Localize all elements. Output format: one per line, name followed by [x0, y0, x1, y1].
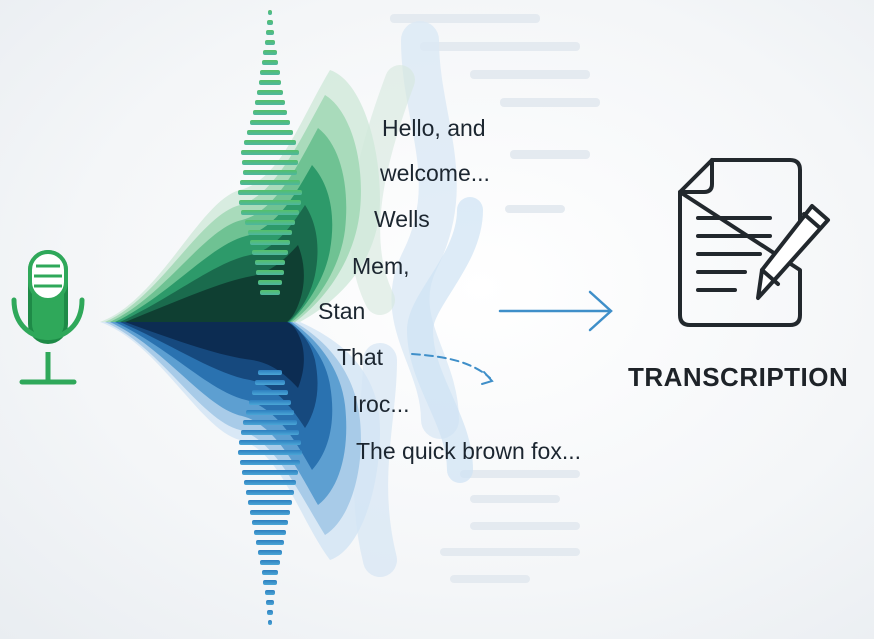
- equalizer-bar: [267, 610, 273, 615]
- equalizer-bars-bottom: [238, 370, 302, 625]
- transcript-line-2: welcome...: [380, 160, 490, 186]
- equalizer-bar: [267, 20, 273, 25]
- transcript-line-5: Stan: [318, 298, 366, 324]
- equalizer-bar: [241, 430, 299, 435]
- transcript-line-1: Hello, and: [382, 115, 486, 141]
- equalizer-bar: [255, 380, 285, 385]
- wave-top-layers: [100, 70, 380, 322]
- equalizer-bar: [252, 520, 288, 525]
- equalizer-bar: [250, 120, 290, 125]
- equalizer-bar: [268, 620, 272, 625]
- equalizer-bar: [255, 260, 285, 265]
- equalizer-bar: [246, 490, 294, 495]
- equalizer-bar: [263, 50, 277, 55]
- transcript-line-8: The quick brown fox...: [356, 438, 581, 464]
- transcript-line-3: Wells: [374, 206, 430, 232]
- equalizer-bar: [262, 60, 278, 65]
- equalizer-bar: [246, 410, 294, 415]
- equalizer-bar: [266, 30, 274, 35]
- microphone-icon: [11, 250, 85, 385]
- equalizer-bar: [256, 270, 284, 275]
- equalizer-bar: [268, 10, 272, 15]
- equalizer-bar: [255, 100, 285, 105]
- transcription-caption: TRANSCRIPTION: [628, 362, 849, 392]
- equalizer-bar: [248, 230, 292, 235]
- transcript-line-7: Iroc...: [352, 391, 410, 417]
- equalizer-bar: [242, 160, 298, 165]
- equalizer-bar: [238, 190, 302, 195]
- transcript-line-6: That: [337, 344, 384, 370]
- equalizer-bar: [260, 290, 280, 295]
- equalizer-bar: [252, 390, 288, 395]
- equalizer-bar: [243, 170, 297, 175]
- ghost-text-lines: [390, 14, 600, 583]
- equalizer-bar: [266, 600, 274, 605]
- equalizer-bar: [259, 80, 281, 85]
- equalizer-bar: [239, 440, 301, 445]
- transcript-line-4: Mem,: [352, 253, 410, 279]
- equalizer-bar: [262, 570, 278, 575]
- equalizer-bar: [243, 420, 297, 425]
- equalizer-bar: [241, 210, 299, 215]
- equalizer-bar: [247, 130, 293, 135]
- equalizer-bar: [260, 560, 280, 565]
- equalizer-bar: [244, 480, 296, 485]
- equalizer-bar: [241, 150, 299, 155]
- equalizer-bar: [238, 450, 302, 455]
- equalizer-bar: [249, 400, 291, 405]
- equalizer-bar: [258, 370, 282, 375]
- equalizer-bar: [260, 70, 280, 75]
- equalizer-bar: [263, 580, 277, 585]
- equalizer-bar: [240, 460, 300, 465]
- equalizer-bar: [258, 550, 282, 555]
- equalizer-bar: [244, 140, 296, 145]
- equalizer-bar: [254, 530, 286, 535]
- document-pencil-icon: [678, 158, 830, 327]
- wave-bottom-layers: [100, 322, 380, 560]
- equalizer-bar: [250, 510, 290, 515]
- equalizer-bar: [245, 220, 295, 225]
- equalizer-bar: [239, 200, 301, 205]
- equalizer-bar: [242, 470, 298, 475]
- arrow-right-icon: [498, 290, 613, 332]
- equalizer-bar: [250, 240, 290, 245]
- equalizer-bar: [265, 40, 275, 45]
- dashed-arrow-icon: [411, 353, 494, 385]
- equalizer-bar: [240, 180, 300, 185]
- equalizer-bar: [257, 90, 283, 95]
- equalizer-bar: [256, 540, 284, 545]
- equalizer-bar: [265, 590, 275, 595]
- equalizer-bars-top: [238, 10, 302, 295]
- equalizer-bar: [248, 500, 292, 505]
- equalizer-bar: [258, 280, 282, 285]
- equalizer-bar: [252, 250, 288, 255]
- equalizer-bar: [253, 110, 287, 115]
